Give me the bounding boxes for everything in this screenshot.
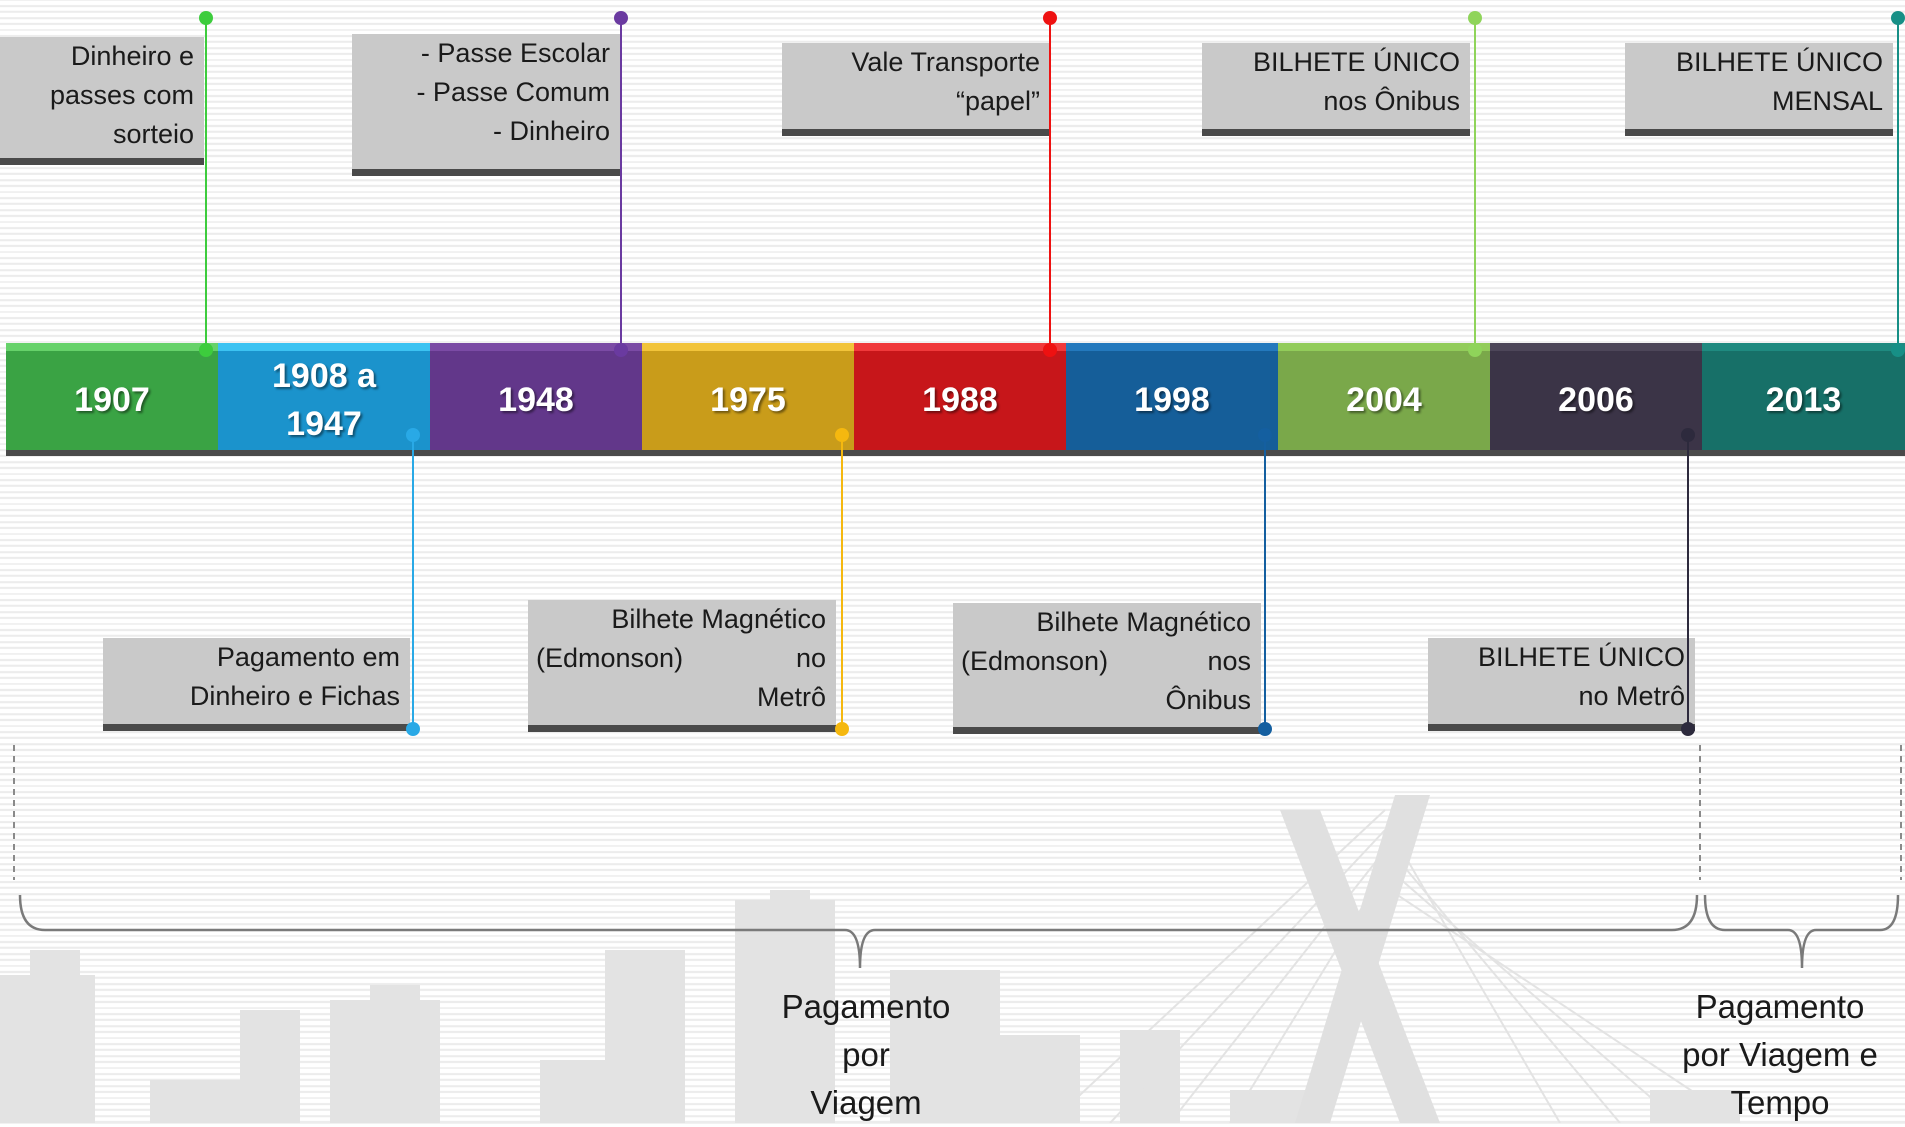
event-box-1908-1947: Pagamento em Dinheiro e Fichas: [103, 638, 410, 731]
event-box-2013: BILHETE ÚNICO MENSAL: [1625, 43, 1893, 136]
year-segment-1907: 1907: [6, 343, 218, 450]
event-text-line: BILHETE ÚNICO: [1675, 47, 1883, 77]
event-box-1998: Bilhete Magnético (Edmonson) nos Ônibus: [953, 603, 1261, 734]
period-text-line: Tempo: [1730, 1084, 1830, 1121]
segment-top-highlight: [642, 343, 854, 351]
event-text-line: BILHETE ÚNICO: [1252, 47, 1460, 77]
year-label: 2013: [1765, 380, 1842, 419]
year-segment-2013: 2013: [1702, 343, 1905, 450]
event-text-line: BILHETE ÚNICO: [1477, 642, 1685, 672]
event-text-line: no Metrô: [1578, 681, 1685, 711]
event-text-line: MENSAL: [1771, 86, 1883, 116]
year-label: 1988: [922, 380, 998, 419]
event-box-1975: Bilhete Magnético (Edmonson) no Metrô: [528, 600, 836, 732]
period-label-2: Pagamento por Viagem e Tempo: [1660, 983, 1900, 1127]
event-text-line: nos Ônibus: [1323, 86, 1460, 116]
event-text-line: - Passe Escolar: [420, 38, 610, 68]
event-text-line: Bilhete Magnético: [611, 604, 826, 634]
event-text-justified-line: (Edmonson) no: [536, 639, 826, 678]
event-box-1907: Dinheiro e passes com sorteio: [0, 37, 204, 165]
year-segment-1998: 1998: [1066, 343, 1278, 450]
segment-top-highlight: [218, 343, 430, 351]
period-label-1: Pagamento por Viagem: [746, 983, 986, 1127]
event-text-line: Pagamento em: [216, 642, 400, 672]
segment-top-highlight: [6, 343, 218, 351]
event-box-1948: - Passe Escolar - Passe Comum - Dinheiro: [352, 34, 620, 176]
event-text-line: Dinheiro e: [70, 41, 194, 71]
event-text-word: no: [795, 643, 826, 673]
year-segment-1988: 1988: [854, 343, 1066, 450]
year-label: 1948: [498, 380, 574, 419]
year-label: 1908 a 1947: [272, 356, 376, 443]
event-text-line: Ônibus: [1165, 685, 1251, 715]
segment-top-highlight: [1066, 343, 1278, 351]
event-text-justified-line: (Edmonson) nos: [961, 642, 1251, 681]
event-text-line: Vale Transporte: [851, 47, 1040, 77]
event-box-1988: Vale Transporte “papel”: [782, 43, 1050, 136]
segment-top-highlight: [1490, 343, 1702, 351]
event-text-line: Dinheiro e Fichas: [189, 681, 400, 711]
segment-top-highlight: [430, 343, 642, 351]
year-segment-1975: 1975: [642, 343, 854, 450]
segment-top-highlight: [854, 343, 1066, 351]
period-text-line: por: [842, 1036, 890, 1073]
event-text-word: (Edmonson): [961, 646, 1109, 676]
year-label: 1998: [1134, 380, 1210, 419]
event-text-line: - Passe Comum: [416, 77, 610, 107]
year-label: 2006: [1558, 380, 1634, 419]
event-text-word: (Edmonson): [536, 643, 684, 673]
year-segment-2006: 2006: [1490, 343, 1702, 450]
event-box-2004: BILHETE ÚNICO nos Ônibus: [1202, 43, 1470, 136]
year-segment-1948: 1948: [430, 343, 642, 450]
year-segment-2004: 2004: [1278, 343, 1490, 450]
year-label: 1975: [710, 380, 786, 419]
period-text-line: por Viagem e: [1682, 1036, 1878, 1073]
event-text-line: - Dinheiro: [492, 116, 610, 146]
period-text-line: Viagem: [810, 1084, 922, 1121]
timeline-baseline: [6, 450, 1905, 456]
segment-top-highlight: [1278, 343, 1490, 351]
event-text-line: “papel”: [955, 86, 1040, 116]
year-segment-1908-1947: 1908 a 1947: [218, 343, 430, 450]
event-box-2006: BILHETE ÚNICO no Metrô: [1428, 638, 1695, 731]
event-text-line: passes com: [49, 80, 194, 110]
event-text-line: sorteio: [112, 119, 194, 149]
segment-top-highlight: [1702, 343, 1905, 351]
period-text-line: Pagamento: [781, 988, 951, 1025]
event-text-line: Bilhete Magnético: [1036, 607, 1251, 637]
period-text-line: Pagamento: [1695, 988, 1865, 1025]
timeline-bar: 1907 1908 a 1947 1948 1975 1988 1998 200…: [6, 343, 1905, 456]
event-text-line: Metrô: [756, 682, 826, 712]
year-label: 2004: [1346, 380, 1422, 419]
event-text-word: nos: [1207, 646, 1251, 676]
year-label: 1907: [74, 380, 150, 419]
